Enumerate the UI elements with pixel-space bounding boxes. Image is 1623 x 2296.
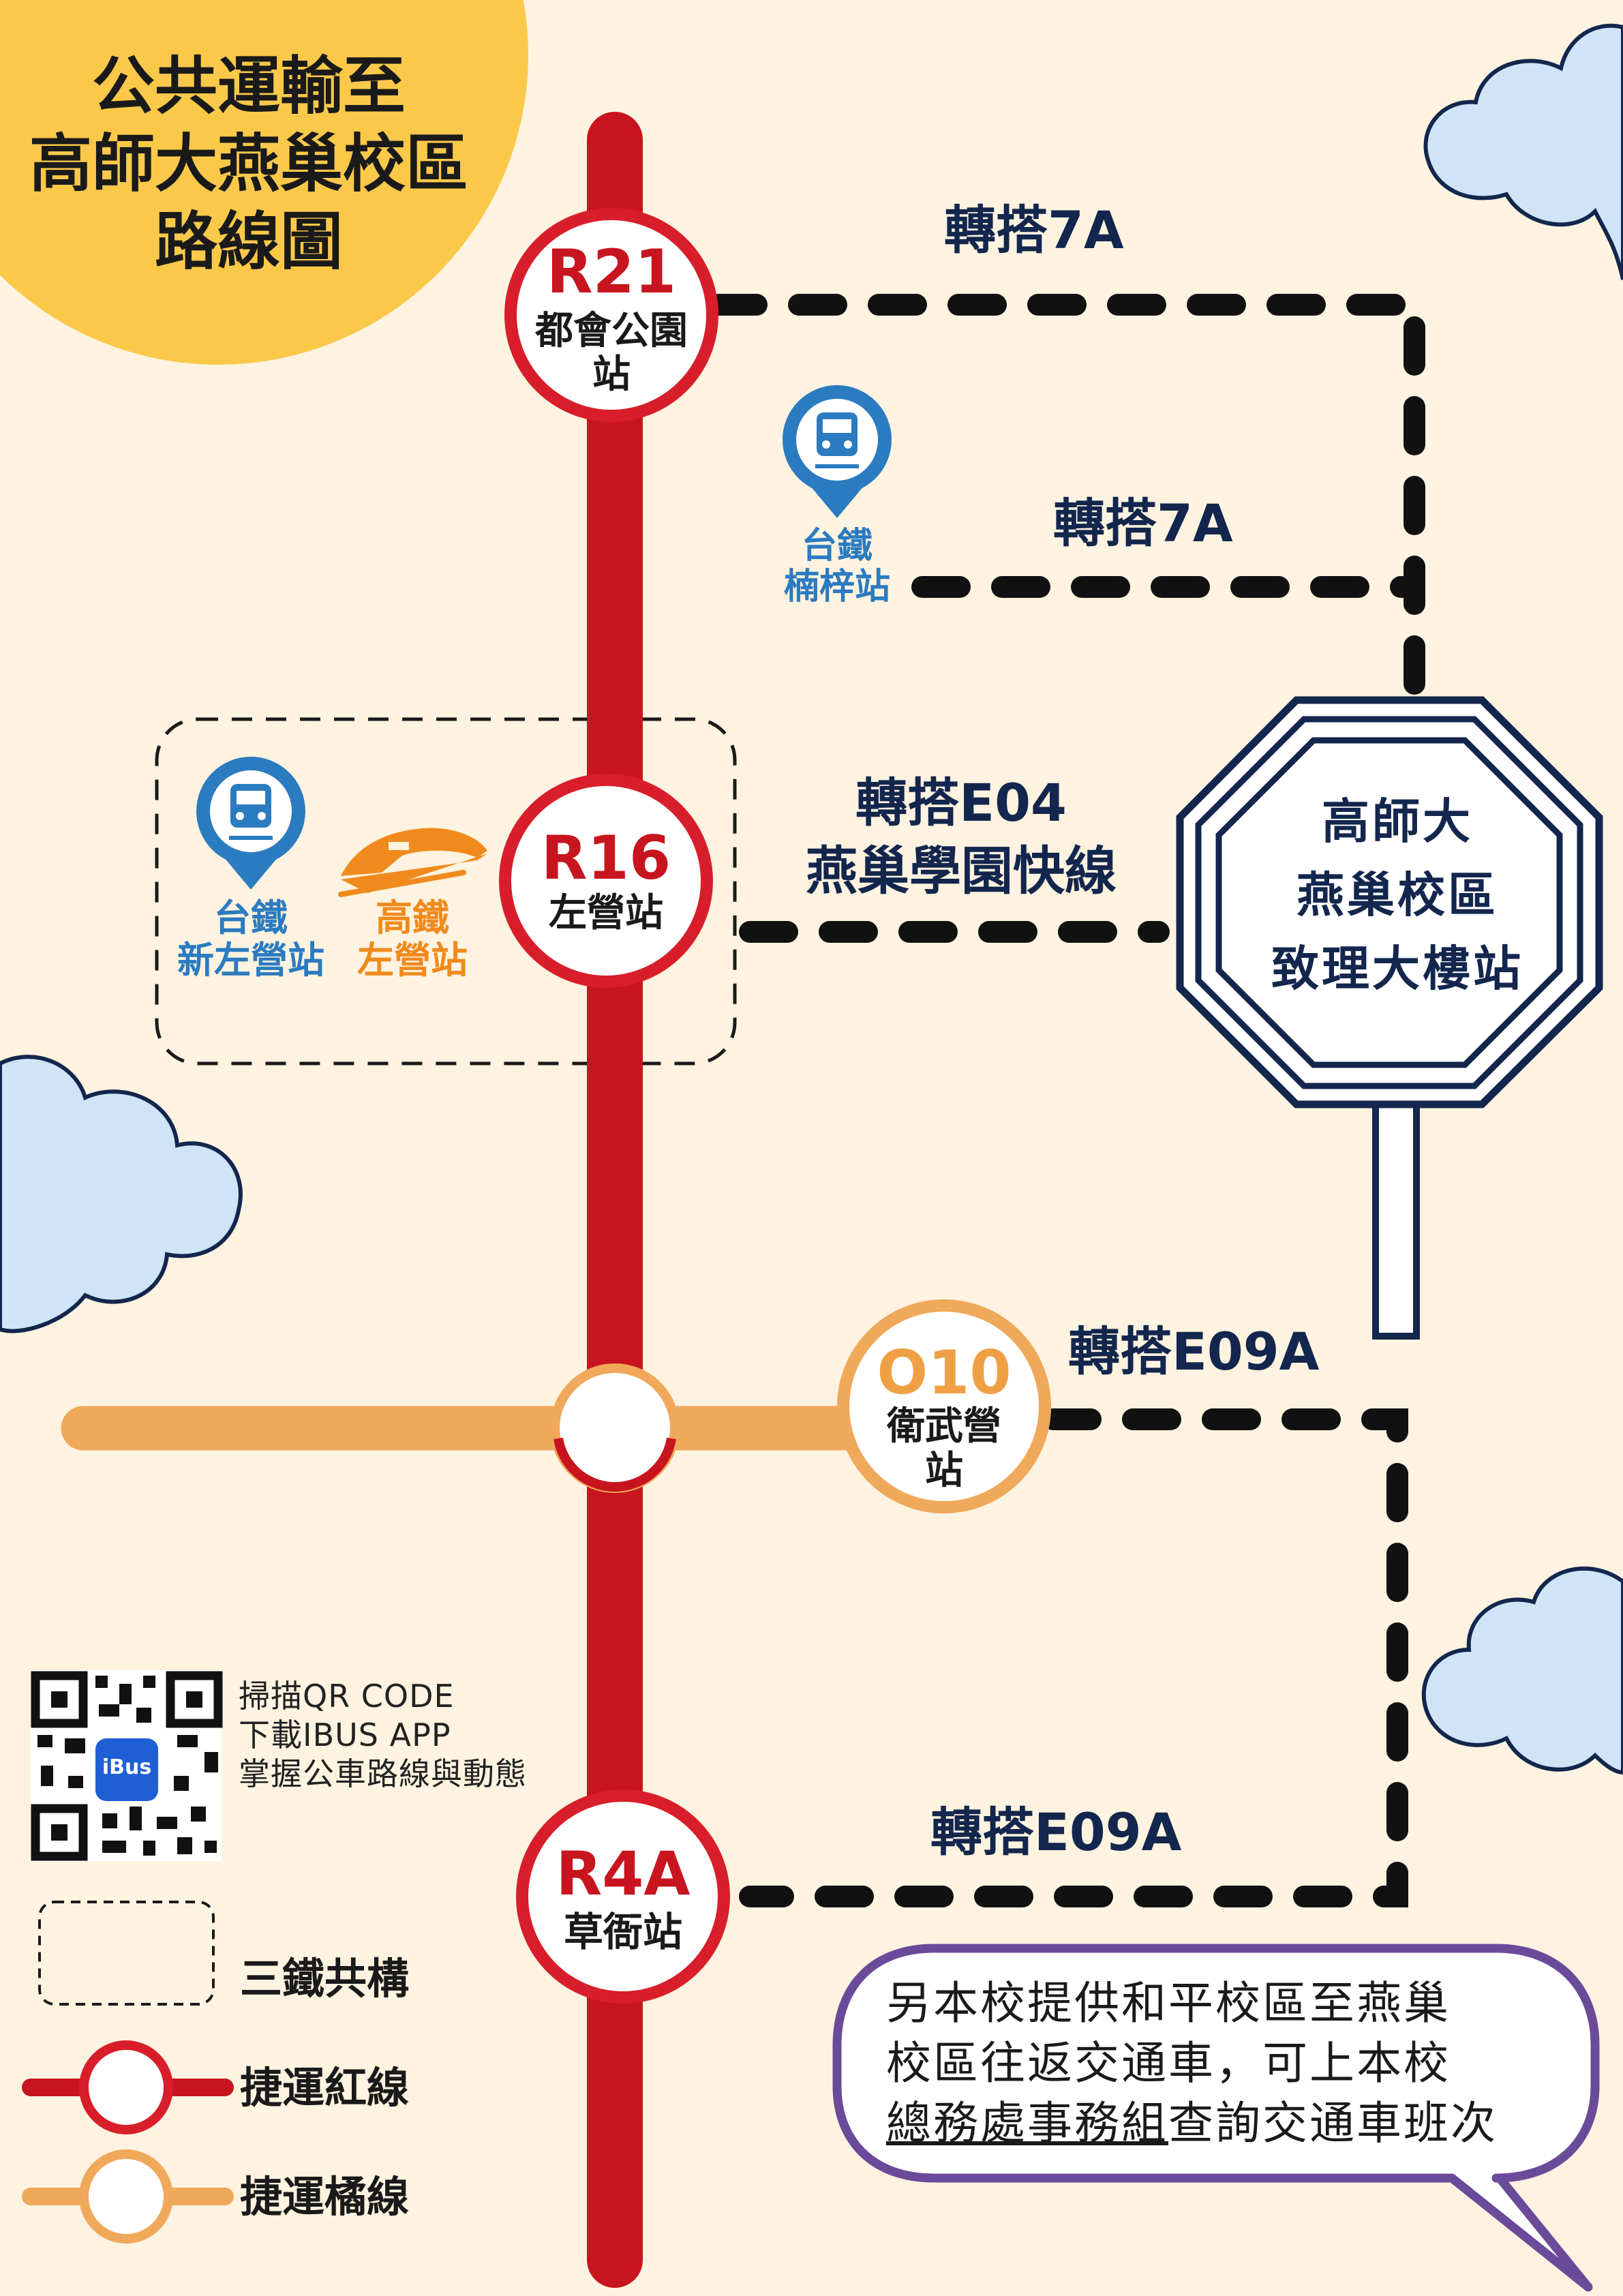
map-title: 公共運輸至 高師大燕巢校區 路線圖: [0, 48, 498, 281]
legend-three-rail-swatch: [38, 1901, 215, 2006]
cloud-bottom-right: [1421, 1566, 1623, 1775]
qr-code: [31, 1670, 223, 1861]
r21-transfer-label: 轉搭7A: [944, 200, 1124, 260]
qr-instructions: 掃描QR CODE 下載IBUS APP 掌握公車路線與動態: [239, 1677, 527, 1794]
r16-transfer-label-line-1: 轉搭E04: [855, 772, 1067, 833]
r16-transfer-label-line-2: 燕巢學園快線: [806, 841, 1117, 901]
hsr-train-icon: [338, 828, 487, 897]
legend-red-line-label: 捷運紅線: [240, 2063, 410, 2113]
o10-station-marker: [837, 1299, 1051, 1513]
hsr-zuoying-label-line-1: 高鐵: [376, 896, 449, 939]
r21-station-marker: [504, 208, 718, 422]
cloud-mid-left: [0, 1055, 243, 1333]
shuttle-note-line-1: 另本校提供和平校區至燕巢: [886, 1977, 1451, 2029]
hsr-zuoying-label-line-2: 左營站: [357, 939, 468, 982]
destination-line-1: 高師大: [1322, 794, 1473, 849]
r16-name: 左營站: [549, 891, 663, 935]
r21-code: R21: [546, 237, 677, 307]
shuttle-note-line-3: 總務處事務組查詢交通車班次: [886, 2094, 1498, 2154]
legend-red-station-icon: [79, 2040, 173, 2134]
bus-stop-sign: [1176, 696, 1603, 1340]
shuttle-note: 另本校提供和平校區至燕巢 校區往返交通車，可上本校 總務處事務組查詢交通車班次: [886, 1974, 1498, 2154]
r21-name-line-2: 站: [592, 352, 631, 397]
map-title-line-1: 公共運輸至: [91, 50, 406, 123]
nanzi-label-line-1: 台鐵: [801, 526, 873, 567]
o10-code: O10: [877, 1338, 1012, 1408]
legend-orange-station-icon: [79, 2149, 173, 2244]
r4a-station-marker: [516, 1789, 730, 2004]
transfer-routes: [708, 294, 1425, 1907]
tra-train-pin-icon-xinzuoying: [196, 757, 305, 890]
map-title-line-3: 路線圖: [154, 205, 343, 278]
o10-name-line-2: 站: [925, 1449, 963, 1493]
qr-instruction-line-1: 掃描QR CODE: [239, 1678, 455, 1715]
r4a-transfer-label: 轉搭E09A: [930, 1802, 1182, 1862]
legend-three-rail-label: 三鐵共構: [240, 1954, 410, 2004]
r16-code: R16: [541, 823, 671, 893]
r16-station-marker: [499, 774, 713, 988]
general-affairs-link[interactable]: 總務處事務組: [886, 2097, 1168, 2149]
shuttle-note-line-3-rest: 查詢交通車班次: [1168, 2097, 1498, 2149]
legend-orange-line-label: 捷運橘線: [240, 2172, 410, 2222]
nanzi-label-line-2: 楠梓站: [783, 567, 890, 607]
shuttle-note-line-2: 校區往返交通車，可上本校: [886, 2037, 1451, 2089]
r4a-name: 草衙站: [563, 1909, 682, 1955]
r4a-code: R4A: [556, 1839, 691, 1909]
qr-instruction-line-3: 掌握公車路線與動態: [239, 1755, 527, 1792]
tra-train-pin-icon-nanzi: [783, 385, 892, 518]
interchange-red-arc: [553, 1437, 676, 1492]
note-speech-bubble: [832, 1944, 1600, 2292]
qr-instruction-line-2: 下載IBUS APP: [239, 1717, 451, 1753]
o10-name-line-1: 衛武營: [887, 1404, 1001, 1449]
xinzuoying-label-line-1: 台鐵: [214, 896, 288, 939]
ibus-badge-label: iBus: [102, 1755, 152, 1779]
three-rail-box: [155, 717, 737, 1066]
sun-decoration: [0, 0, 528, 365]
destination-line-3: 致理大樓站: [1271, 941, 1523, 997]
cloud-top-right: [1423, 23, 1623, 280]
r21-name-line-1: 都會公園: [535, 309, 688, 353]
xinzuoying-label-line-2: 新左營站: [177, 939, 324, 982]
map-title-line-2: 高師大燕巢校區: [29, 127, 468, 200]
destination-line-2: 燕巢校區: [1296, 867, 1498, 923]
o10-transfer-label: 轉搭E09A: [1068, 1321, 1320, 1382]
nanzi-transfer-label: 轉搭7A: [1053, 493, 1233, 554]
